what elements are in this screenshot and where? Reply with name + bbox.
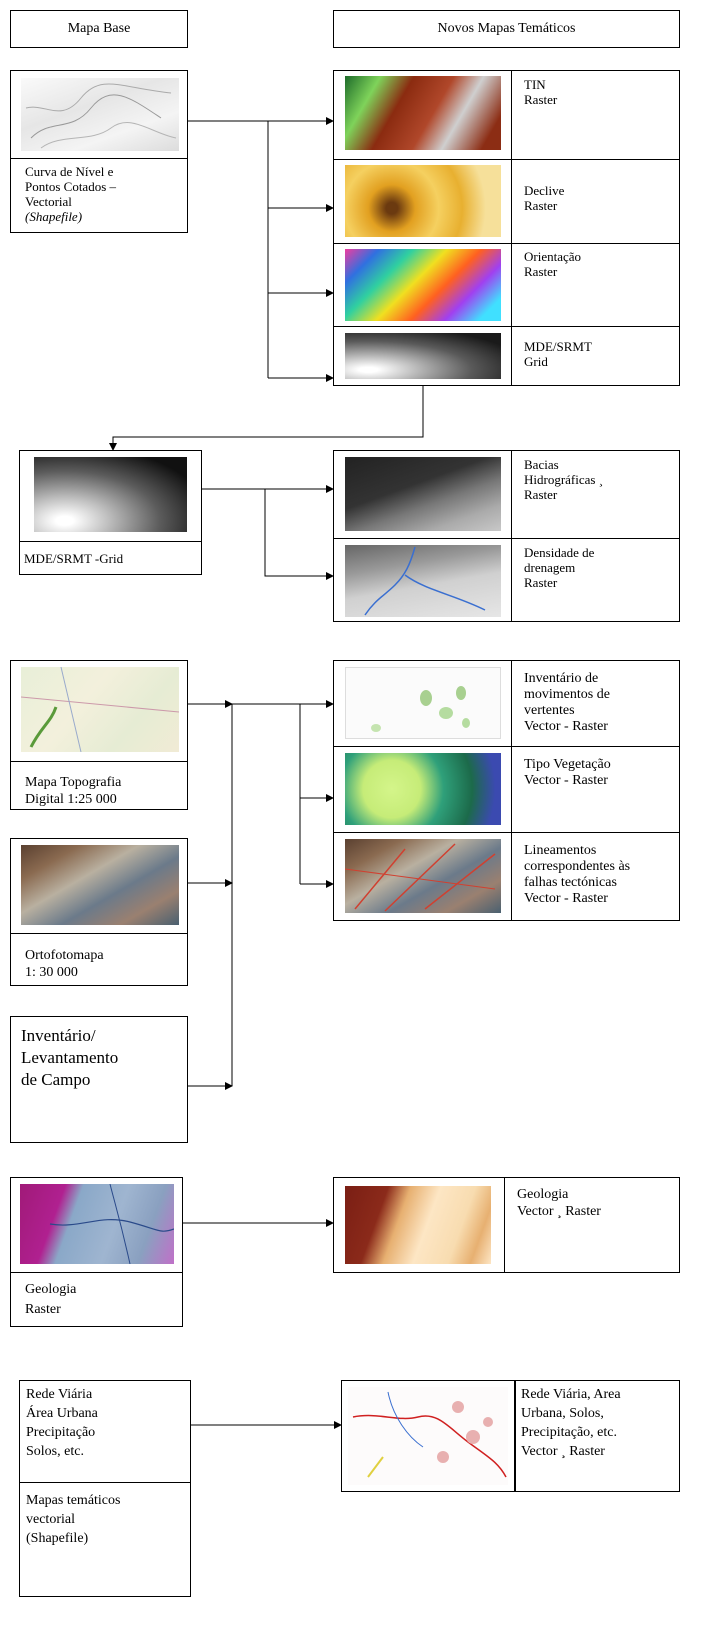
output-tin: TIN Raster bbox=[524, 77, 558, 107]
output-stack-2: Bacias Hidrográficas ¸ Raster Densidade … bbox=[333, 450, 680, 622]
mde-thumbnail-1 bbox=[345, 333, 501, 379]
rede-viaria-thumbnail-box bbox=[341, 1380, 515, 1492]
output-inventario-movimentos: Inventário de movimentos de vertentes Ve… bbox=[524, 671, 610, 734]
output-geologia-label: Geologia Vector ¸ Raster bbox=[517, 1187, 601, 1219]
tin-thumbnail bbox=[345, 76, 501, 150]
fault-lines-icon bbox=[345, 843, 496, 912]
topographic-map-icon bbox=[21, 667, 179, 752]
curva-nivel-thumbnail bbox=[21, 78, 179, 151]
output-stack-1: TIN Raster Declive Raster Orientação Ras… bbox=[333, 70, 680, 386]
inventario-movimentos-thumbnail bbox=[345, 667, 501, 739]
header-novos-mapas: Novos Mapas Temáticos bbox=[333, 10, 680, 48]
source-curva-nivel: Curva de Nível e Pontos Cotados – Vector… bbox=[10, 70, 188, 233]
output-stack-3: Inventário de movimentos de vertentes Ve… bbox=[333, 660, 680, 921]
geologia-raster-label: Geologia Raster bbox=[25, 1282, 77, 1317]
road-network-icon bbox=[352, 1391, 507, 1478]
geologia-vector-thumbnail bbox=[345, 1186, 491, 1264]
drenagem-thumbnail bbox=[345, 545, 501, 617]
source-mde-srmt: MDE/SRMT -Grid bbox=[19, 450, 202, 575]
output-geologia: Geologia Vector ¸ Raster bbox=[333, 1177, 680, 1273]
output-tipo-vegetacao: Tipo Vegetação Vector - Raster bbox=[524, 757, 611, 788]
ortofoto-thumbnail bbox=[21, 845, 179, 925]
topografia-thumbnail bbox=[21, 667, 179, 752]
declive-thumbnail bbox=[345, 165, 501, 237]
bacias-thumbnail bbox=[345, 457, 501, 531]
ortofoto-label: Ortofotomapa 1: 30 000 bbox=[25, 948, 104, 980]
source-inventario-campo: Inventário/ Levantamento de Campo bbox=[10, 1016, 188, 1143]
drainage-network-icon bbox=[364, 546, 486, 616]
lineamentos-thumbnail bbox=[345, 839, 501, 913]
source-mapa-topografia: Mapa Topografia Digital 1:25 000 bbox=[10, 660, 188, 810]
mde-srmt-label: MDE/SRMT -Grid bbox=[24, 551, 124, 566]
contour-lines-icon bbox=[25, 83, 177, 149]
mapas-tematicos-label: Mapas temáticos vectorial (Shapefile) bbox=[26, 1493, 121, 1546]
curva-nivel-format: (Shapefile) bbox=[25, 209, 83, 224]
inventario-campo-label: Inventário/ Levantamento de Campo bbox=[21, 1026, 119, 1089]
header-mapa-base: Mapa Base bbox=[10, 10, 188, 48]
topografia-label: Mapa Topografia Digital 1:25 000 bbox=[25, 775, 122, 807]
source-ortofotomapa: Ortofotomapa 1: 30 000 bbox=[10, 838, 188, 986]
output-declive: Declive Raster bbox=[524, 183, 565, 213]
mde-thumbnail-2 bbox=[34, 457, 187, 532]
vegetacao-thumbnail bbox=[345, 753, 501, 825]
geology-rivers-icon bbox=[49, 1184, 174, 1264]
rede-viaria-thumbnail bbox=[348, 1387, 508, 1485]
output-bacias: Bacias Hidrográficas ¸ Raster bbox=[524, 457, 604, 502]
output-rede-viaria: Rede Viária, Area Urbana, Solos, Precipi… bbox=[515, 1380, 680, 1492]
output-mde-grid: MDE/SRMT Grid bbox=[524, 339, 592, 369]
output-orientacao: Orientação Raster bbox=[524, 249, 582, 279]
output-lineamentos: Lineamentos correspondentes às falhas te… bbox=[524, 843, 631, 906]
source-rede-viaria: Rede Viária Área Urbana Precipitação Sol… bbox=[19, 1380, 191, 1597]
curva-nivel-label: Curva de Nível e Pontos Cotados – Vector… bbox=[25, 164, 117, 209]
rede-viaria-source-label: Rede Viária Área Urbana Precipitação Sol… bbox=[26, 1387, 98, 1459]
orientacao-thumbnail bbox=[345, 249, 501, 321]
geologia-raster-thumbnail bbox=[20, 1184, 174, 1264]
source-geologia: Geologia Raster bbox=[10, 1177, 183, 1327]
landslide-points-icon bbox=[371, 686, 470, 732]
output-rede-viaria-label: Rede Viária, Area Urbana, Solos, Precipi… bbox=[521, 1387, 621, 1459]
output-drenagem: Densidade de drenagem Raster bbox=[524, 545, 595, 590]
